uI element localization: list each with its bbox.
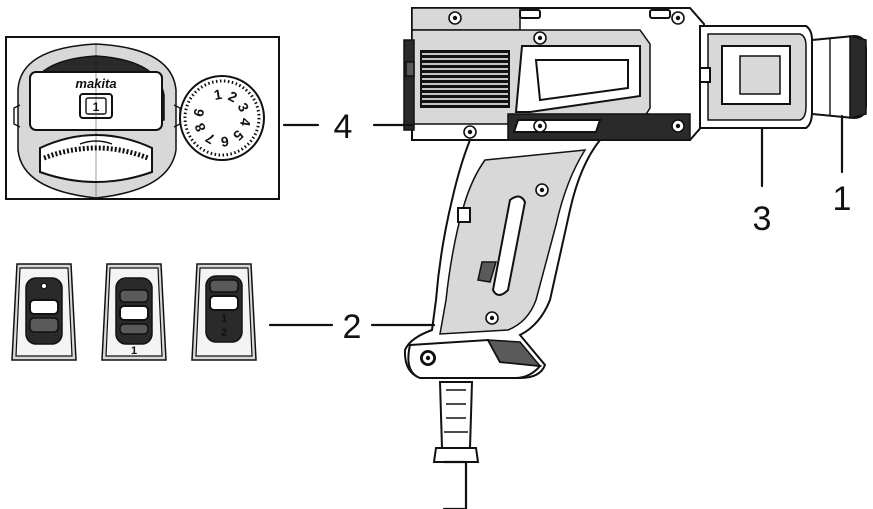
screw-center xyxy=(675,123,681,129)
air-vents xyxy=(420,50,510,108)
trigger-slot xyxy=(491,195,527,296)
screw-center xyxy=(537,35,543,41)
switch-variant-1-2: 1 2 xyxy=(191,263,257,361)
level-badge-number: 1 xyxy=(93,100,100,114)
screw-center xyxy=(467,129,473,135)
callout-3: 3 xyxy=(753,200,772,238)
screw-center xyxy=(675,15,681,21)
dial-digit: 4 xyxy=(237,117,254,128)
power-cord xyxy=(432,381,480,509)
rear-cap-illustration: makita 1 xyxy=(13,43,181,199)
switch-2-label: 1 xyxy=(131,345,137,357)
switch-variant-1: 1 xyxy=(101,263,167,361)
screw-center xyxy=(537,123,543,129)
callouts: 1 3 4 2 xyxy=(268,108,852,346)
dial-digit: 6 xyxy=(220,133,230,150)
switch-variants: 1 1 2 xyxy=(11,263,257,361)
heat-gun xyxy=(403,7,867,509)
brand-logo: makita xyxy=(75,76,116,91)
screw-center xyxy=(425,355,431,361)
dial-digit: 1 xyxy=(213,86,224,103)
switch-variant-off xyxy=(11,263,77,361)
screw-center xyxy=(539,187,545,193)
callout-1: 1 xyxy=(833,180,852,218)
callout-4: 4 xyxy=(334,108,353,146)
callout-2: 2 xyxy=(343,308,362,346)
screw-center xyxy=(452,15,458,21)
switch-3-label-b: 2 xyxy=(221,327,227,339)
housing-screws xyxy=(421,11,685,365)
switch-3-label-a: 1 xyxy=(221,313,227,325)
dial-digit: 6 xyxy=(190,107,207,118)
screw-center xyxy=(489,315,495,321)
level-badge xyxy=(79,93,113,119)
